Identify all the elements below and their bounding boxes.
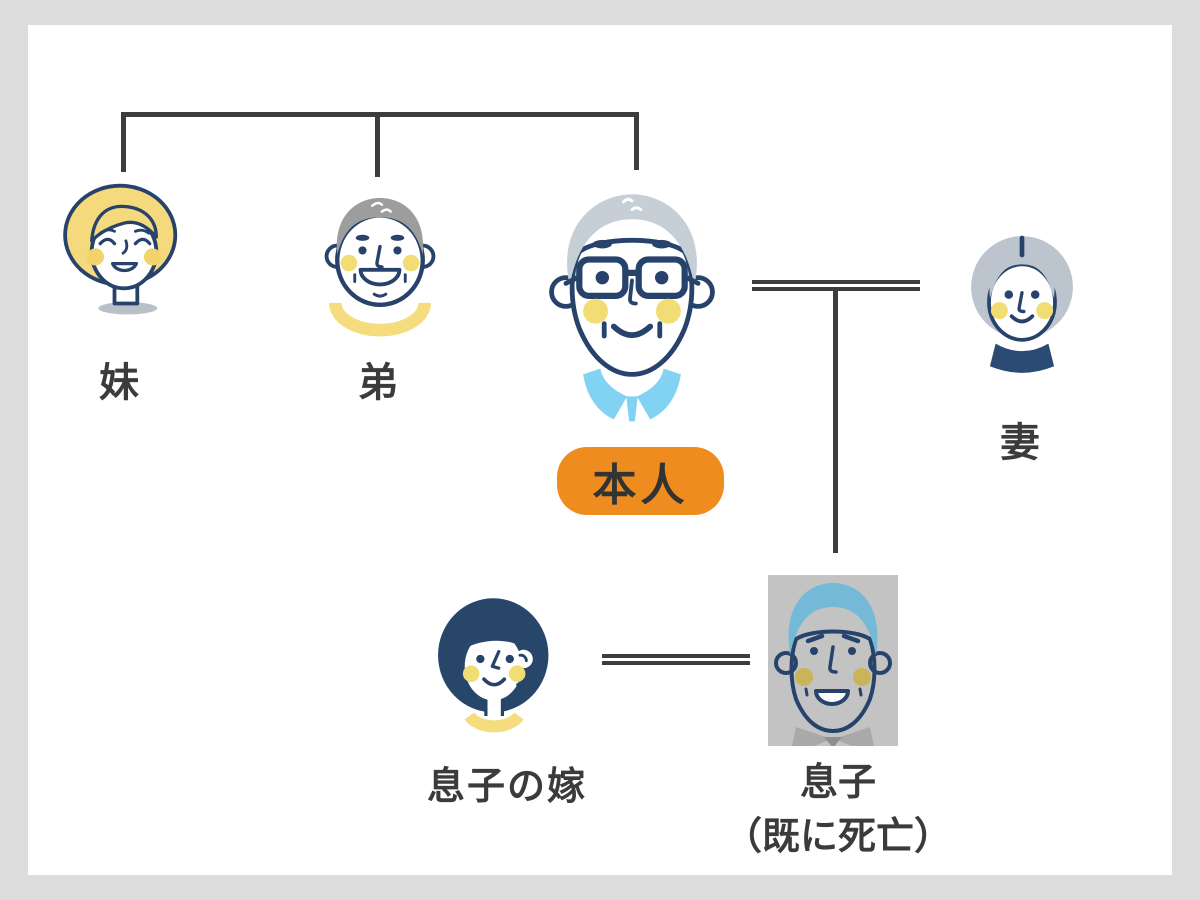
sons-wife-label: 息子の嫁 — [426, 766, 588, 808]
sister-avatar-icon — [48, 180, 200, 332]
sibling-connector-drop-sister — [121, 112, 126, 172]
descent-line-to-son — [833, 287, 838, 553]
sibling-connector-drop-brother — [375, 112, 380, 177]
wife-label: 妻 — [1000, 421, 1042, 465]
wife-avatar-icon — [956, 228, 1088, 380]
son-label-block: 息子 （既に死亡） — [724, 756, 952, 864]
marriage-line-son-bottom — [602, 661, 750, 665]
marriage-line-self-wife-top — [752, 280, 920, 284]
sibling-connector-drop-self — [634, 112, 639, 170]
brother-label: 弟 — [358, 361, 400, 405]
son-label: 息子 — [799, 762, 877, 804]
son-status-note: （既に死亡） — [723, 816, 953, 858]
sons-wife-avatar-icon — [427, 586, 565, 754]
brother-avatar-icon — [312, 192, 448, 338]
sister-label: 妹 — [99, 361, 141, 405]
sibling-connector-horizontal — [121, 112, 639, 117]
self-badge-label: 本人 — [592, 461, 689, 510]
self-badge: 本人 — [557, 447, 724, 515]
marriage-line-son-top — [602, 654, 750, 658]
son-avatar-icon — [768, 575, 898, 746]
self-avatar-icon — [541, 186, 723, 422]
son-deceased-photo-box — [768, 575, 898, 746]
